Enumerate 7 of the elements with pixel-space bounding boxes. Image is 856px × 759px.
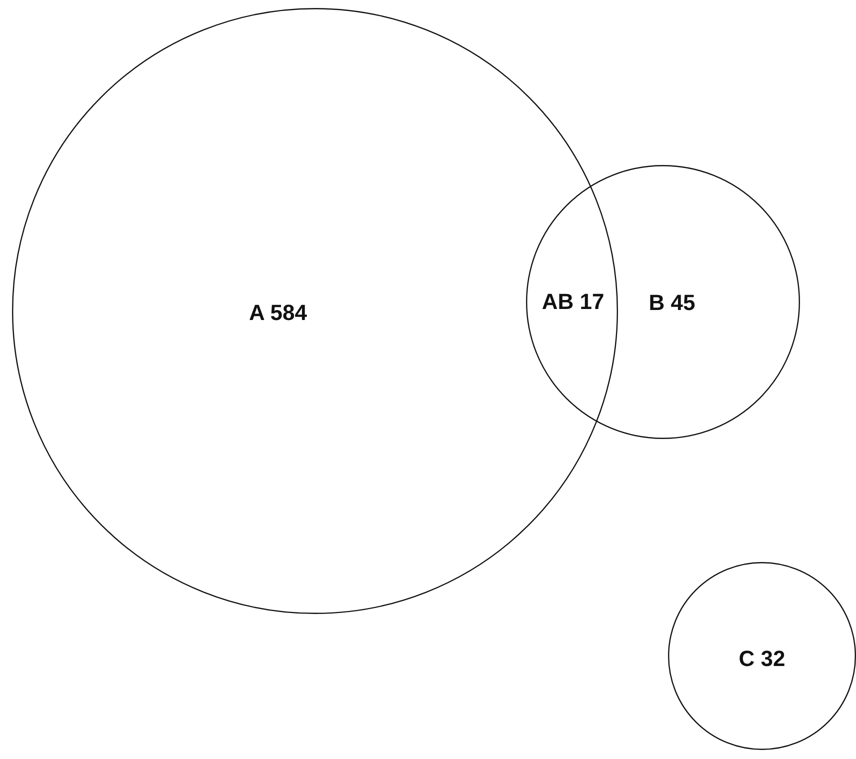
venn-circle: [12, 8, 618, 614]
overlap-label: AB 17: [542, 289, 604, 315]
set-label: B 45: [648, 290, 696, 316]
set-label: C 32: [738, 646, 786, 672]
set-label: A 584: [249, 300, 307, 326]
venn-circle: [668, 562, 856, 750]
venn-circle: [526, 165, 800, 439]
